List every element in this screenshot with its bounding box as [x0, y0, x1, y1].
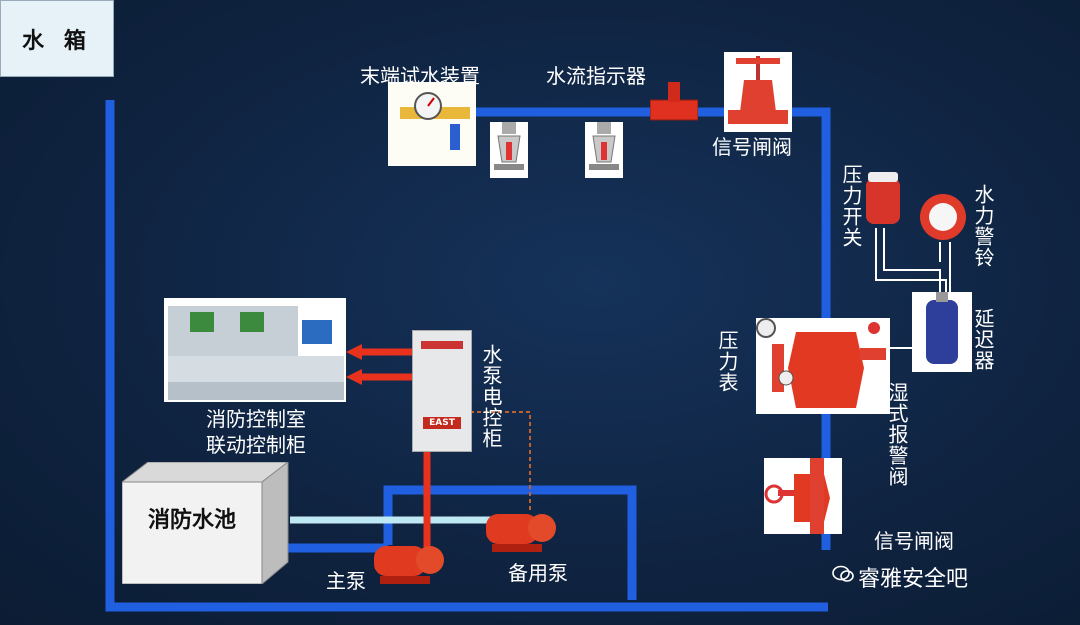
wet-alarm-valve — [756, 318, 890, 414]
cabinet-strip — [421, 341, 463, 349]
wet-alarm-valve-label: 湿式报警阀 — [885, 382, 909, 487]
wechat-icon — [832, 565, 854, 583]
retarder — [912, 292, 972, 372]
pump-control-cabinet: EAST — [412, 330, 472, 452]
arrow-head-2 — [346, 369, 362, 385]
water-flow-indicator — [649, 80, 699, 128]
sprinkler-head-icon — [490, 122, 528, 178]
alarm-bell-icon — [918, 192, 968, 242]
sprinkler-head-icon — [585, 122, 623, 178]
water-flow-indicator-label: 水流指示器 — [546, 64, 646, 88]
gate-valve-icon — [764, 458, 842, 534]
cabinet-brand: EAST — [423, 417, 461, 429]
main-pump — [372, 532, 444, 586]
fire-pool: 消防水池 — [122, 462, 292, 584]
control-room-console — [164, 298, 346, 402]
pressure-switch-label: 压力开关 — [839, 164, 863, 248]
arrow-head-1 — [346, 344, 362, 360]
control-room-label-line1: 消防控制室 — [206, 407, 306, 431]
gate-valve-icon — [724, 52, 792, 132]
backup-pump — [484, 500, 556, 554]
end-test-device — [388, 82, 476, 166]
fire-pool-label: 消防水池 — [147, 508, 236, 533]
backup-pump-label: 备用泵 — [508, 561, 568, 585]
pump-control-cabinet-label: 水泵电控柜 — [479, 344, 503, 449]
pressure-switch — [862, 172, 904, 230]
brand-name: 睿雅安全吧 — [858, 567, 969, 592]
signal-gate-valve-top-label: 信号闸阀 — [712, 135, 792, 159]
dashed-control-line — [470, 411, 531, 510]
end-test-device-label: 末端试水装置 — [360, 64, 480, 88]
retarder-label: 延迟器 — [971, 308, 995, 371]
hydraulic-alarm-bell-label: 水力警铃 — [971, 184, 995, 268]
pressure-gauge-label: 压力表 — [715, 330, 739, 393]
water-tank: 水 箱 — [0, 0, 114, 77]
main-pump-label: 主泵 — [326, 569, 366, 593]
signal-gate-valve-bottom-label: 信号闸阀 — [874, 529, 954, 553]
control-room-label-line2: 联动控制柜 — [206, 433, 306, 457]
tank-down-pipe — [105, 100, 828, 612]
